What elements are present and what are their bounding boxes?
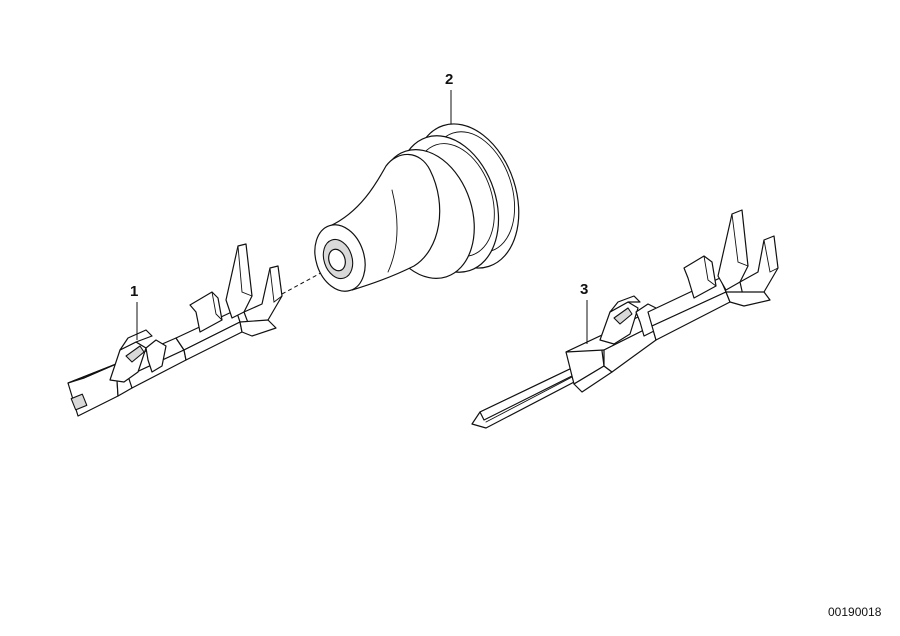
callout-label-1: 1 <box>130 283 138 300</box>
document-number: 00190018 <box>828 605 882 619</box>
callout-3: 3 <box>580 281 588 344</box>
male-terminal-part-3[interactable] <box>471 209 779 429</box>
callout-2: 2 <box>445 71 453 124</box>
rubber-seal-part-2[interactable] <box>307 110 537 298</box>
callout-label-3: 3 <box>580 281 588 298</box>
callout-1: 1 <box>130 283 138 340</box>
female-terminal-part-1[interactable] <box>67 243 283 417</box>
callout-label-2: 2 <box>445 71 453 88</box>
